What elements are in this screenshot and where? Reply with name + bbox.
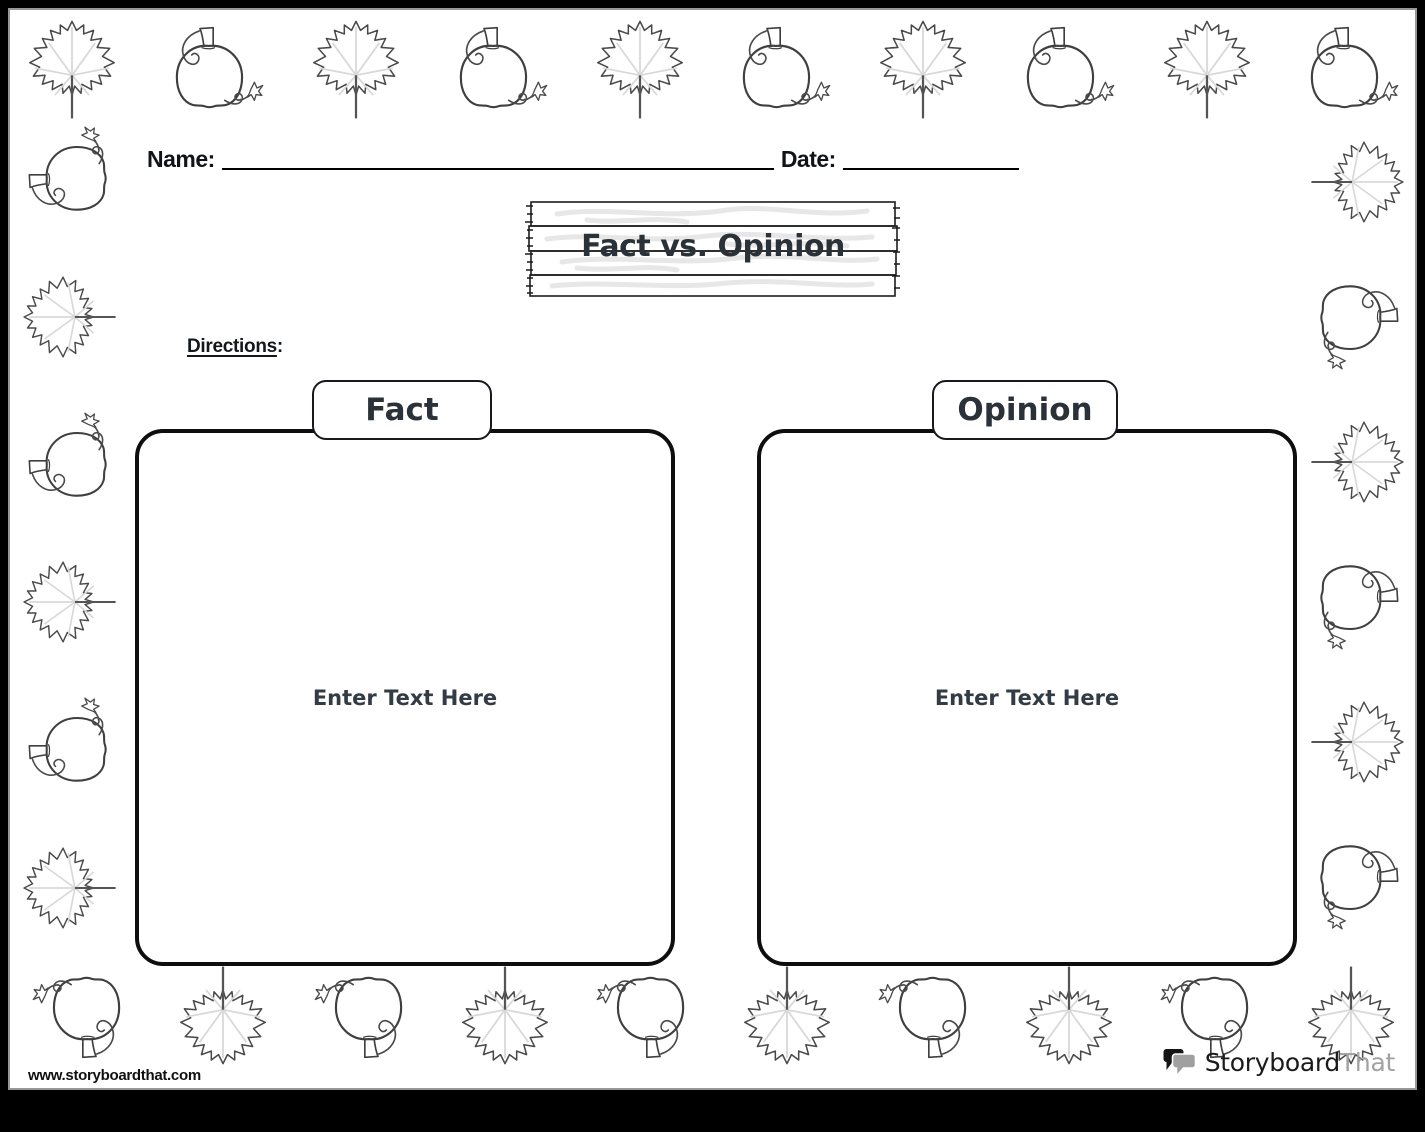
worksheet-page: Name: Date: [8,8,1417,1090]
storyboardthat-logo: StoryboardThat [1162,1046,1396,1079]
tab-opinion-label: Opinion [957,392,1093,428]
logo-text-black: Storyboard [1204,1047,1341,1077]
date-label: Date: [780,146,837,172]
maple-leaf-icon [1159,16,1255,122]
opinion-box: Enter Text Here [757,429,1297,966]
speech-bubbles-icon [1163,1049,1197,1079]
maple-leaf-icon [1308,695,1408,789]
maple-leaf-icon [1308,135,1408,229]
right-decoration-border [1307,132,1409,930]
maple-leaf-icon [739,963,835,1069]
pumpkin-icon [1310,552,1406,652]
logo-text-gray: That [1339,1047,1395,1077]
maple-leaf-icon [457,963,553,1069]
name-write-line [221,168,774,170]
name-date-row: Name: Date: [147,148,1027,171]
logo-text: StoryboardThat [1204,1047,1396,1077]
pumpkin-icon [312,966,416,1066]
wood-sign: Fact vs. Opinion [517,196,909,302]
pumpkin-icon [1310,832,1406,932]
maple-leaf-icon [1308,415,1408,509]
pumpkin-icon [21,410,117,510]
top-decoration-border [24,16,1401,122]
pumpkin-icon [1013,19,1117,119]
maple-leaf-icon [19,270,119,364]
tab-opinion: Opinion [932,380,1118,440]
fact-box: Enter Text Here [135,429,675,966]
maple-leaf-icon [24,16,120,122]
pumpkin-icon [30,966,134,1066]
page-title: Fact vs. Opinion [581,229,845,264]
wood-sign-graphic [525,201,900,297]
maple-leaf-icon [592,16,688,122]
tab-fact: Fact [312,380,492,440]
tab-fact-label: Fact [365,392,439,428]
pumpkin-icon [729,19,833,119]
name-label: Name: [147,146,215,172]
pumpkin-icon [1310,272,1406,372]
maple-leaf-icon [875,16,971,122]
directions-label: Directions: [187,336,283,357]
maple-leaf-icon [308,16,404,122]
pumpkin-icon [21,124,117,224]
maple-leaf-icon [175,963,271,1069]
pumpkin-icon [1297,19,1401,119]
pumpkin-icon [876,966,980,1066]
pumpkin-icon [446,19,550,119]
maple-leaf-icon [1021,963,1117,1069]
opinion-text-placeholder[interactable]: Enter Text Here [934,685,1120,710]
left-decoration-border [18,126,120,938]
fact-text-placeholder[interactable]: Enter Text Here [312,685,498,710]
date-write-line [842,168,1019,170]
maple-leaf-icon [19,555,119,649]
pumpkin-icon [594,966,698,1066]
pumpkin-icon [21,695,117,795]
maple-leaf-icon [19,841,119,935]
website-url: www.storyboardthat.com [28,1067,201,1084]
pumpkin-icon [162,19,266,119]
